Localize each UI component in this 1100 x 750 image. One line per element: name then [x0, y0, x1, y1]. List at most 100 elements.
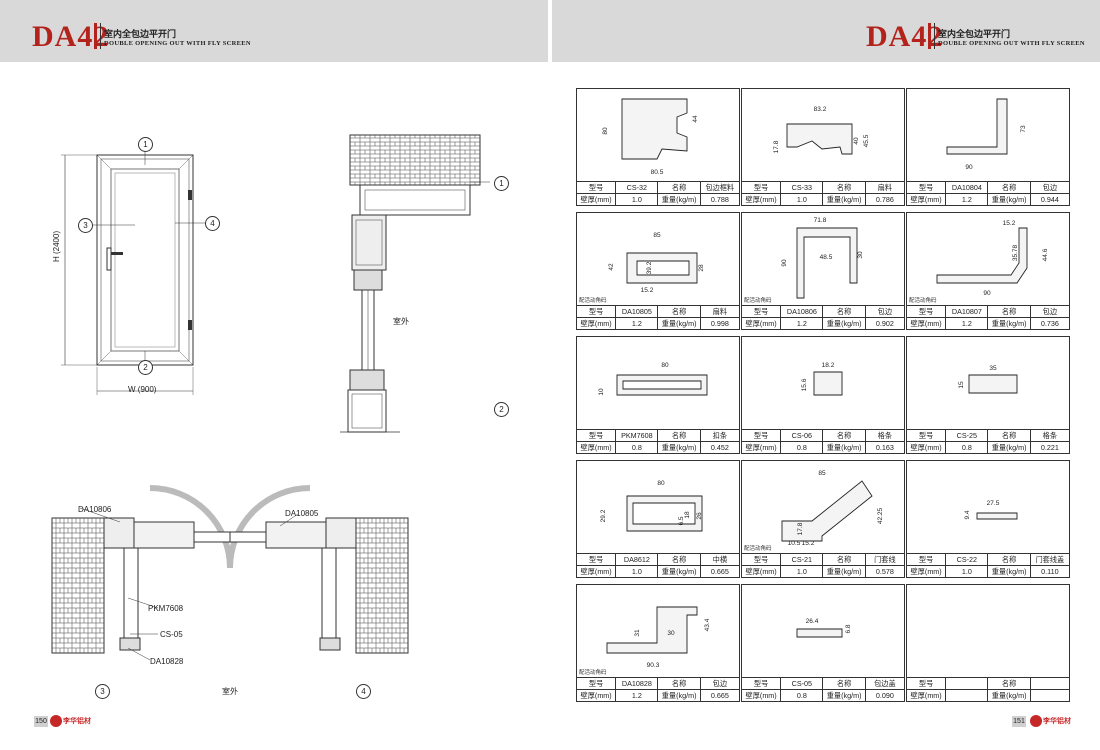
weight-value: 0.452 — [699, 441, 739, 453]
dimension-label: 90 — [781, 259, 788, 267]
thickness-value: 1.0 — [615, 565, 659, 577]
name-label: 名称 — [822, 677, 866, 690]
weight-label: 重量(kg/m) — [987, 441, 1031, 453]
dimension-label: 29.2 — [600, 509, 607, 522]
profile-section-drawing: 18.215.6 — [801, 362, 843, 396]
dimension-label: 73 — [1020, 125, 1027, 133]
model-value: CS-25 — [945, 429, 989, 442]
weight-value: 0.786 — [864, 193, 904, 205]
weight-label: 重量(kg/m) — [987, 565, 1031, 577]
name-label: 名称 — [822, 429, 866, 442]
thickness-value: 1.2 — [615, 689, 659, 701]
brand-logo-right: 李华铝材 — [1030, 714, 1071, 728]
thickness-value: 1.2 — [780, 317, 824, 329]
model-value: CS-21 — [780, 553, 824, 566]
outdoor-label-horizontal: 室外 — [222, 687, 238, 696]
profile-section-drawing: 27.59.4 — [964, 500, 1018, 520]
left-page-header: DA42 室内全包边平开门 DOUBLE OPENING OUT WITH FL… — [0, 0, 548, 62]
model-label: 型号 — [907, 305, 947, 318]
dimension-label: 42 — [608, 263, 615, 271]
weight-label: 重量(kg/m) — [822, 689, 866, 701]
thickness-label: 壁厚(mm) — [907, 193, 947, 205]
page-number-right: 151 — [1012, 716, 1026, 727]
model-value: DA10805 — [615, 305, 659, 318]
dimension-label: 44.6 — [1042, 248, 1049, 261]
weight-value: 0.090 — [864, 689, 904, 701]
dimension-label: 17.8 — [773, 140, 780, 153]
dimension-label: 43.4 — [704, 618, 711, 631]
section-marker-1: 1 — [138, 137, 153, 152]
thickness-label: 壁厚(mm) — [742, 193, 782, 205]
profile-card: 型号名称壁厚(mm)重量(kg/m) — [906, 584, 1070, 702]
thickness-value: 0.8 — [615, 441, 659, 453]
dimension-label: 80 — [657, 480, 665, 487]
weight-label: 重量(kg/m) — [987, 317, 1031, 329]
model-label: 型号 — [742, 181, 782, 194]
dimension-label: 15.2 — [1003, 220, 1016, 227]
thickness-label: 壁厚(mm) — [577, 193, 617, 205]
weight-value: 0.902 — [864, 317, 904, 329]
weight-label: 重量(kg/m) — [657, 317, 701, 329]
name-label: 名称 — [822, 181, 866, 194]
thickness-label: 壁厚(mm) — [742, 441, 782, 453]
weight-label: 重量(kg/m) — [822, 193, 866, 205]
dimension-label: 9.4 — [964, 510, 971, 519]
model-label: 型号 — [907, 429, 947, 442]
dimension-label: 18.2 — [822, 362, 835, 369]
model-value: DA10804 — [945, 181, 989, 194]
model-label: 型号 — [577, 429, 617, 442]
name-value: 门套线 — [864, 553, 904, 566]
dimension-label: 71.8 — [814, 217, 827, 224]
model-value: DA10828 — [615, 677, 659, 690]
dimension-label: 26 — [696, 512, 703, 520]
corner-connector-note: 配活动角码 — [579, 670, 607, 676]
section-marker-4-ref: 4 — [356, 684, 371, 699]
header-divider — [94, 23, 97, 49]
name-value: 包边框料 — [699, 181, 739, 194]
dimension-label: 90.3 — [647, 662, 660, 669]
model-value: CS-22 — [945, 553, 989, 566]
profile-section-drawing: 73 90 — [946, 98, 1027, 171]
section-marker-1-ref: 1 — [494, 176, 509, 191]
thickness-label: 壁厚(mm) — [742, 565, 782, 577]
dimension-label: 90 — [965, 164, 973, 171]
dimension-label: 10 — [598, 388, 605, 396]
dimension-label: 30 — [667, 630, 675, 637]
model-value: PKM7608 — [615, 429, 659, 442]
dimension-label: 80.5 — [651, 169, 664, 176]
dimension-label: 10.5 — [788, 540, 801, 547]
thickness-value: 0.8 — [780, 441, 824, 453]
thickness-value: 0.8 — [780, 689, 824, 701]
model-label: 型号 — [577, 677, 617, 690]
dimension-label: 85 — [653, 232, 661, 239]
logo-text: 李华铝材 — [63, 718, 91, 725]
thickness-label: 壁厚(mm) — [907, 565, 947, 577]
weight-label: 重量(kg/m) — [657, 689, 701, 701]
model-label: 型号 — [577, 305, 617, 318]
dimension-label: 80 — [661, 362, 669, 369]
title-cn: 室内全包边平开门 — [938, 29, 1011, 39]
thickness-label: 壁厚(mm) — [742, 317, 782, 329]
name-label: 名称 — [822, 553, 866, 566]
thickness-label: 壁厚(mm) — [577, 565, 617, 577]
weight-value: 0.578 — [864, 565, 904, 577]
weight-value: 0.163 — [864, 441, 904, 453]
brand-logo-left: 李华铝材 — [50, 714, 91, 728]
profile-label-da10828: DA10828 — [150, 657, 184, 666]
